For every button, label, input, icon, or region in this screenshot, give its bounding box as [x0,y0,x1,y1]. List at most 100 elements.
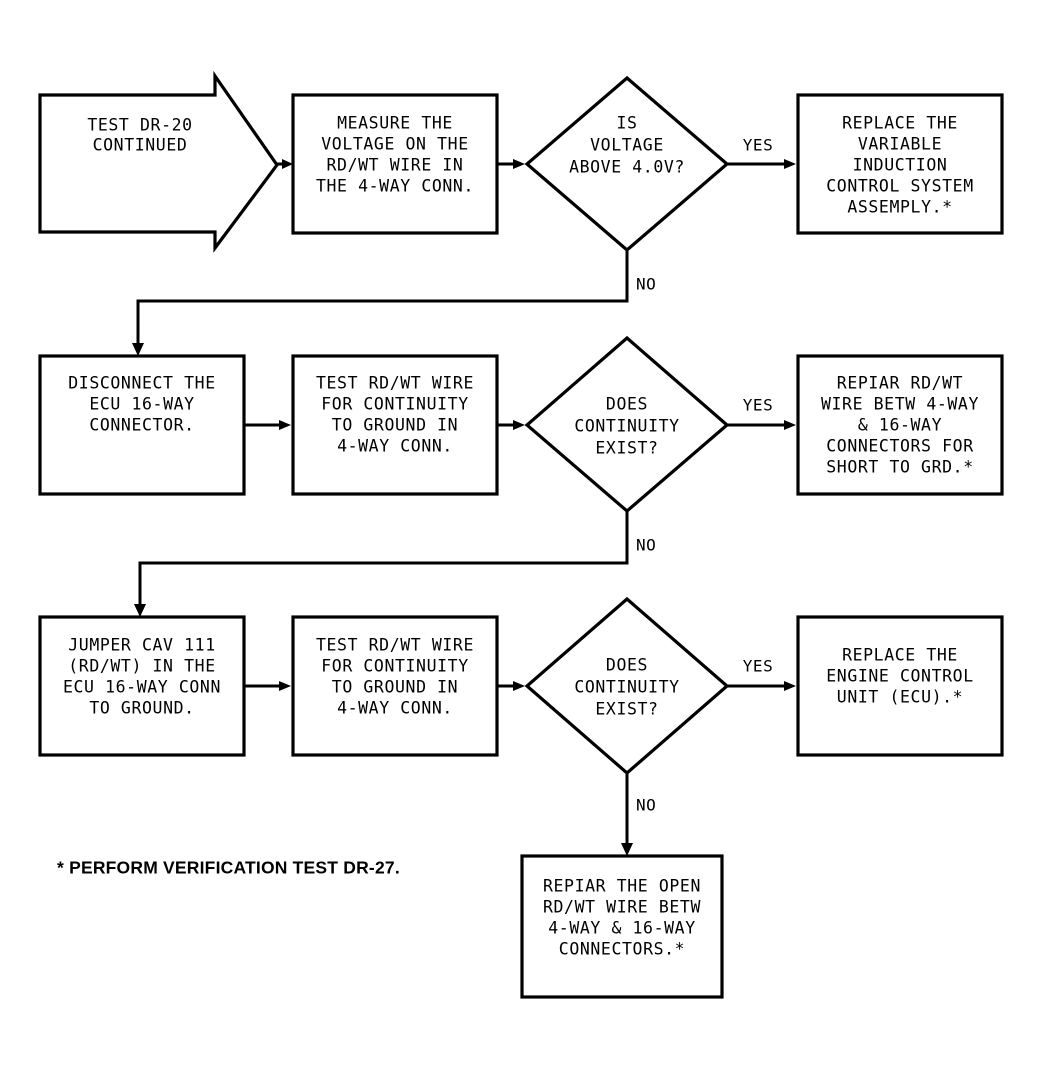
footnote-label: * PERFORM VERIFICATION TEST DR-27. [57,858,400,878]
edge-label-yes-1: YES [743,136,773,155]
node-r1-line-0: REPLACE THE [842,114,958,133]
node-r1-line-3: CONTROL SYSTEM [826,177,973,196]
node-r1-line-4: ASSEMPLY.* [847,198,952,217]
node-r2[interactable]: REPIAR RD/WT WIRE BETW 4-WAY & 16-WAY CO… [796,354,1004,496]
node-r1-line-1: VARIABLE [858,135,942,154]
node-p1-line-2: RD/WT WIRE IN [327,156,464,175]
node-r4-line-3: CONNECTORS.* [559,940,685,959]
node-p2[interactable]: DISCONNECT THE ECU 16-WAY CONNECTOR. [38,354,246,496]
node-r2-line-4: SHORT TO GRD.* [826,458,973,477]
node-p4[interactable]: JUMPER CAV 111 (RD/WT) IN THE ECU 16-WAY… [38,615,246,757]
connector-p3-to-d2 [497,420,525,430]
process-box-shape [796,615,1004,757]
node-r4-line-2: 4-WAY & 16-WAY [548,919,695,938]
arrow-tip-icon [784,681,796,691]
node-r1-line-2: INDUCTION [853,156,948,175]
arrow-tip-icon [279,420,291,430]
connector-p5-to-d3 [497,681,525,691]
node-p3-line-1: FOR CONTINUITY [321,395,468,414]
process-box-shape [520,854,724,999]
edge-yes-1: YES [727,136,796,169]
node-p4-line-0: JUMPER CAV 111 [68,636,215,655]
edge-label-no-3: NO [636,796,656,815]
node-d2-line-0: DOES [606,395,648,414]
node-p4-line-1: (RD/WT) IN THE [68,657,215,676]
node-p1-line-3: THE 4-WAY CONN. [316,177,474,196]
node-p5-line-0: TEST RD/WT WIRE [316,636,474,655]
node-p4-line-2: ECU 16-WAY CONN [63,678,221,697]
node-p2-line-2: CONNECTOR. [89,416,194,435]
node-d3-line-0: DOES [606,656,648,675]
connector-p4-to-p5 [244,681,291,691]
connector-p2-to-p3 [244,420,291,430]
node-p2-line-1: ECU 16-WAY [89,395,194,414]
node-start[interactable]: TEST DR-20 CONTINUED [38,70,279,253]
arrow-tip-icon [279,681,291,691]
arrow-tip-icon [784,420,796,430]
node-p5-line-2: TO GROUND IN [332,678,458,697]
edge-label-yes-2: YES [743,396,773,415]
node-r1[interactable]: REPLACE THE VARIABLE INDUCTION CONTROL S… [796,93,1004,235]
arrow-block-shape [38,70,279,253]
node-d2-line-2: EXIST? [595,439,658,458]
node-r3-line-1: ENGINE CONTROL [826,667,973,686]
node-d1-line-0: IS [616,114,637,133]
node-p3-line-0: TEST RD/WT WIRE [316,374,474,393]
node-p1-line-1: VOLTAGE ON THE [321,135,468,154]
node-d1-line-1: VOLTAGE [590,136,664,155]
node-d1-line-2: ABOVE 4.0V? [569,158,685,177]
edge-label-no-1: NO [636,275,656,294]
node-r4[interactable]: REPIAR THE OPEN RD/WT WIRE BETW 4-WAY & … [520,854,724,999]
arrow-tip-icon [513,681,525,691]
edge-yes-3: YES [727,657,796,691]
node-r3-line-0: REPLACE THE [842,646,958,665]
arrow-tip-icon [513,159,525,169]
node-p3-line-2: TO GROUND IN [332,416,458,435]
node-p3-line-3: 4-WAY CONN. [337,437,453,456]
node-d2-line-1: CONTINUITY [574,417,679,436]
node-r3-line-2: UNIT (ECU).* [837,688,963,707]
node-p5[interactable]: TEST RD/WT WIRE FOR CONTINUITY TO GROUND… [291,615,499,757]
edge-label-no-2: NO [636,536,656,555]
node-r2-line-3: CONNECTORS FOR [826,437,973,456]
edge-no-2: NO [134,511,656,617]
process-box-shape [38,354,246,496]
arrow-tip-icon [784,159,796,169]
arrow-tip-icon [132,343,144,356]
process-box-shape [796,354,1004,496]
node-d3-line-2: EXIST? [595,700,658,719]
arrow-tip-icon [134,604,146,617]
node-r3[interactable]: REPLACE THE ENGINE CONTROL UNIT (ECU).* [796,615,1004,757]
edge-no-3: NO [621,773,656,856]
edge-label-yes-3: YES [743,657,773,676]
arrow-tip-icon [621,843,633,856]
edge-yes-2: YES [727,396,796,430]
node-r2-line-0: REPIAR RD/WT [837,374,963,393]
node-r4-line-1: RD/WT WIRE BETW [543,898,701,917]
process-box-shape [291,615,499,757]
node-p5-line-1: FOR CONTINUITY [321,657,468,676]
arrow-tip-icon [513,420,525,430]
node-r4-line-0: REPIAR THE OPEN [543,877,701,896]
node-start-line-0: TEST DR-20 [87,116,192,135]
node-d1[interactable]: IS VOLTAGE ABOVE 4.0V? [524,75,730,253]
node-r2-line-2: & 16-WAY [858,416,942,435]
process-box-shape [796,93,1004,235]
node-p2-line-0: DISCONNECT THE [68,374,215,393]
process-box-shape [38,615,246,757]
node-d2[interactable]: DOES CONTINUITY EXIST? [524,335,730,514]
node-start-line-1: CONTINUED [93,136,188,155]
edge-no-1: NO [132,250,656,356]
node-p3[interactable]: TEST RD/WT WIRE FOR CONTINUITY TO GROUND… [291,354,499,496]
node-p5-line-3: 4-WAY CONN. [337,699,453,718]
arrow-tip-icon [282,159,293,169]
node-p1[interactable]: MEASURE THE VOLTAGE ON THE RD/WT WIRE IN… [291,93,499,235]
node-d3[interactable]: DOES CONTINUITY EXIST? [524,596,730,776]
node-p4-line-3: TO GROUND. [89,699,194,718]
node-r2-line-1: WIRE BETW 4-WAY [821,395,979,414]
node-d3-line-1: CONTINUITY [574,678,679,697]
connector-start-to-p1 [277,159,293,169]
connector-p1-to-d1 [497,159,525,169]
